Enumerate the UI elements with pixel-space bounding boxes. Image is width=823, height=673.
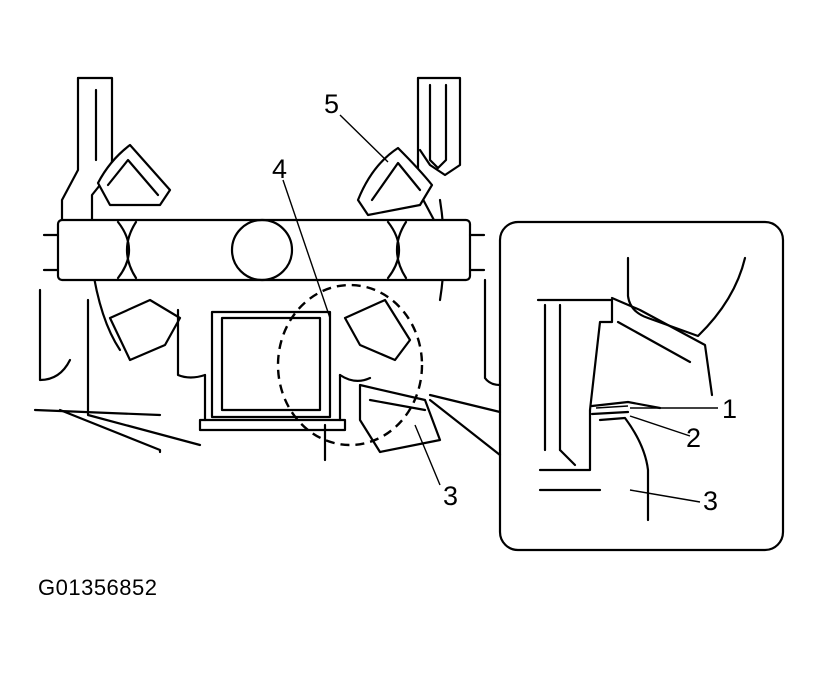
leader-5 (339, 114, 389, 163)
callout-5: 5 (324, 89, 339, 119)
leader-4 (282, 179, 331, 319)
figure-code: G01356852 (38, 575, 158, 600)
leader-lines (282, 114, 718, 503)
callout-inset-2: 2 (686, 423, 701, 453)
leader-3-main (414, 424, 441, 486)
leader-3-inset (629, 489, 701, 503)
callout-3: 3 (443, 481, 458, 511)
leader-2 (629, 415, 691, 437)
differential-assembly (33, 76, 502, 462)
callout-4: 4 (272, 154, 287, 184)
callout-inset-3: 3 (703, 486, 718, 516)
callout-inset-1: 1 (722, 394, 737, 424)
detail-inset (498, 220, 785, 552)
